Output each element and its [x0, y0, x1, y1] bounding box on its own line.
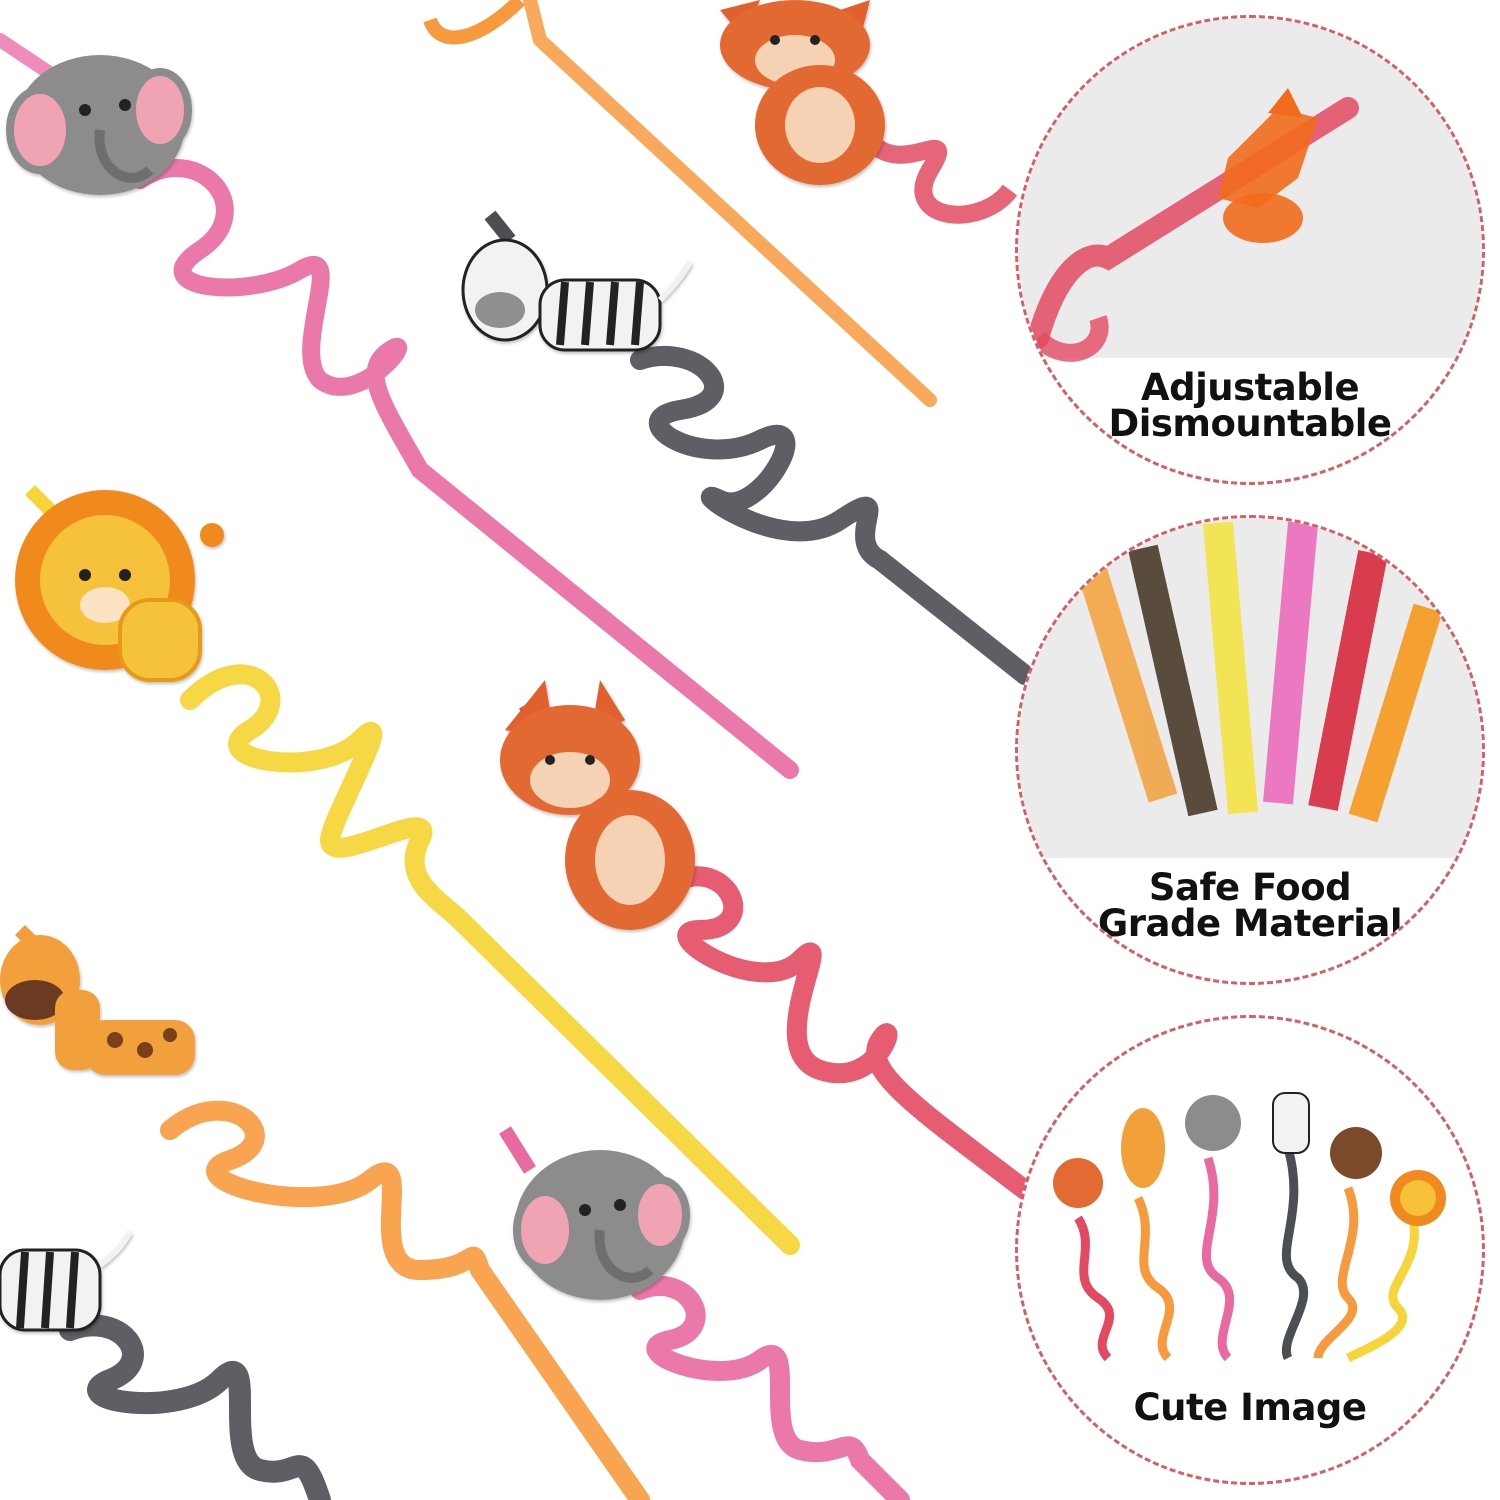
orange-straw-top	[423, 0, 937, 407]
feature-line: Safe Food	[1148, 866, 1352, 909]
pink-straw-elephant	[0, 33, 799, 779]
gray-straw-zebra	[461, 210, 1035, 685]
giraffe-icon	[0, 935, 195, 1075]
gray-straw-zebra-bottom	[0, 1230, 331, 1500]
feature-line: Cute Image	[1133, 1386, 1367, 1429]
lion-icon	[15, 490, 224, 682]
feature-line: Adjustable	[1140, 366, 1360, 409]
feature-caption: Adjustable Dismountable	[1018, 366, 1482, 445]
feature-badge-cute-image: Cute Image	[1015, 1015, 1485, 1485]
orange-straw-giraffe	[0, 925, 650, 1500]
pink-straw-elephant-bottom	[499, 1126, 910, 1500]
fox-topper-icon	[1018, 18, 1482, 362]
feature-line: Grade Material	[1097, 902, 1403, 945]
zebra-icon	[461, 238, 693, 352]
straw-tubes-icon	[1018, 518, 1482, 858]
elephant-icon	[6, 55, 192, 195]
yellow-straw-lion	[15, 485, 800, 1255]
feature-badge-adjustable: Adjustable Dismountable	[1015, 15, 1485, 485]
feature-line: Dismountable	[1108, 402, 1393, 445]
fox-icon	[500, 680, 695, 930]
feature-caption: Cute Image	[1018, 1386, 1482, 1429]
animal-straw-set-icon	[1053, 1092, 1446, 1363]
elephant-icon	[513, 1150, 690, 1300]
zebra-icon	[0, 1230, 133, 1332]
red-straw-fox-middle	[500, 680, 1035, 1200]
feature-badge-safe-material: Safe Food Grade Material	[1015, 515, 1485, 985]
fox-icon	[720, 0, 885, 185]
red-straw-fox	[720, 0, 1018, 224]
feature-caption: Safe Food Grade Material	[1018, 866, 1482, 945]
